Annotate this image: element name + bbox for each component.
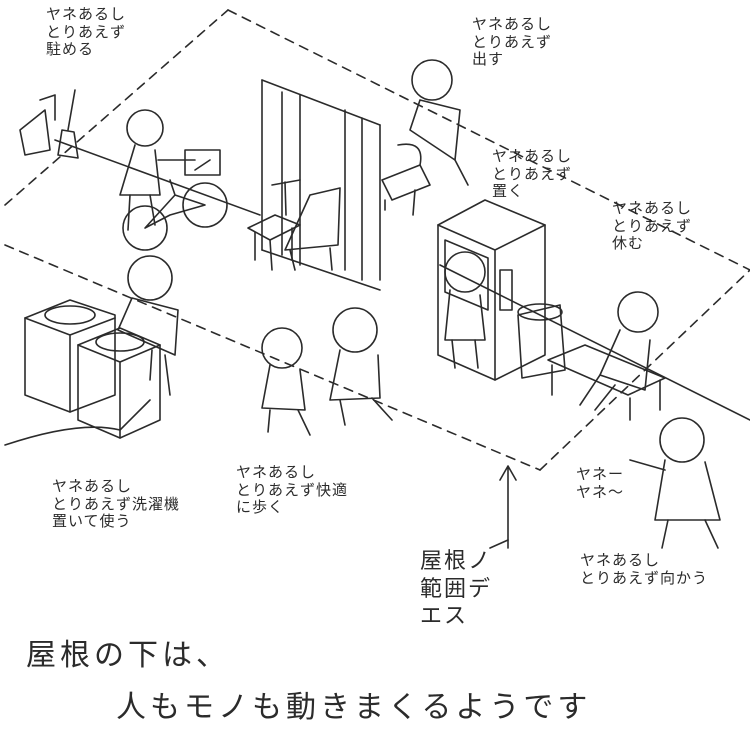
washing-machine-left [24,299,116,413]
label-park: ヤネあるし とりあえず 駐める [46,5,127,59]
child-walking-right [329,307,393,426]
person-resting [579,291,659,411]
person-with-bicycle [119,109,196,231]
chair-wooden [247,179,301,271]
label-call: ヤネー ヤネ〜 [576,465,625,501]
sliding-door [261,79,381,291]
roof-arrow [499,465,517,549]
washing-machine-right [77,327,161,439]
caption-arrow [489,539,509,549]
caption-line2: 人もモノも動きまくるようです [116,690,592,725]
broom-and-dustpan [19,89,79,159]
chair-cushion [284,187,341,271]
ground-line [4,399,151,446]
child-walking-left [261,327,311,436]
label-out: ヤネあるし とりあえず 出す [472,15,553,69]
label-rest: ヤネあるし とりあえず 休む [612,199,693,253]
person-at-vending-machine [444,251,486,369]
person-doing-laundry [117,255,179,396]
trash-bin [517,303,566,379]
person-heading-over [629,417,721,549]
label-wash: ヤネあるし とりあえず洗濯機 置いて使う [52,477,181,531]
label-head: ヤネあるし とりあえず向かう [580,551,709,587]
bicycle [122,149,228,251]
person-carrying-chair [409,59,469,186]
label-roof-range: 屋根ノ 範囲デ エス [420,549,493,629]
label-walk: ヤネあるし とりあえず快適 に歩く [236,463,349,517]
carried-chair [381,143,431,216]
bench [547,344,666,421]
vending-machine [437,199,546,381]
label-place: ヤネあるし とりあえず 置く [492,147,573,201]
caption-line1: 屋根の下は、 [26,638,230,673]
